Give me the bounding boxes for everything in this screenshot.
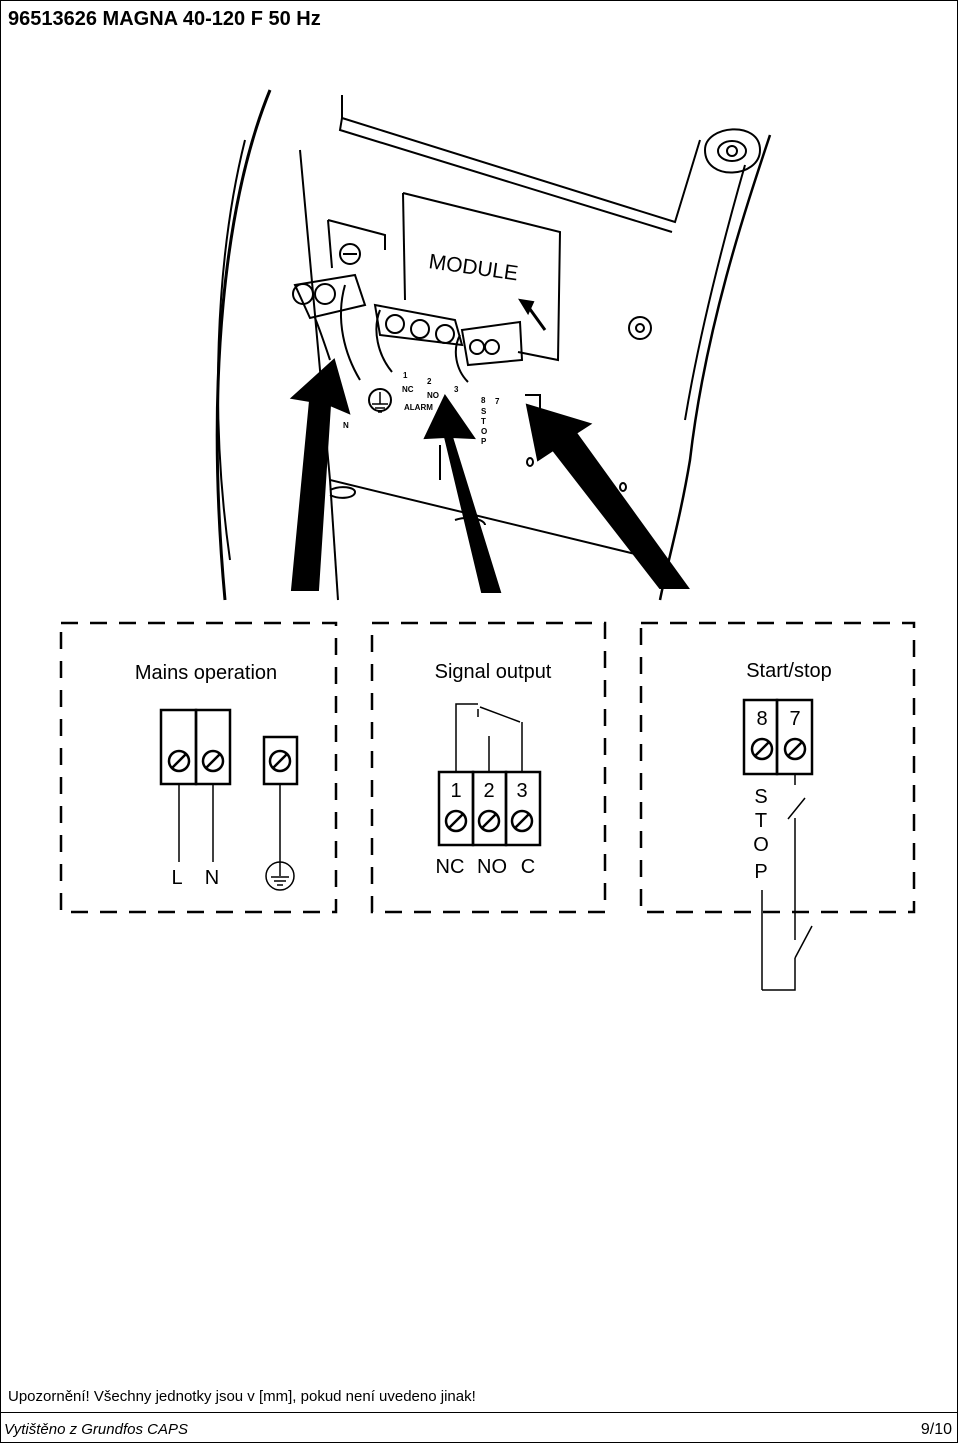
label-no: NO [477, 856, 507, 878]
mark-p: P [481, 437, 487, 446]
panel-mains [59, 621, 338, 914]
startstop-num-8: 8 [756, 708, 767, 730]
label-n: N [205, 867, 219, 889]
stop-letter-o: O [753, 834, 769, 856]
stop-letter-p: P [754, 861, 767, 883]
stop-letter-t: T [755, 810, 767, 832]
mark-n: N [343, 421, 349, 430]
terminal-box-illustration [215, 89, 772, 601]
signal-title: Signal output [435, 661, 552, 683]
mark-1: 1 [403, 371, 408, 380]
pointer-arrows [289, 358, 690, 593]
arrow-mains [289, 358, 351, 591]
units-warning: Upozornění! Všechny jednotky jsou v [mm]… [8, 1388, 476, 1405]
mains-schematic [159, 708, 299, 891]
mark-s: S [481, 407, 487, 416]
module-label: MODULE [427, 250, 519, 285]
label-l: L [171, 867, 182, 889]
mark-2: 2 [427, 377, 432, 386]
mark-o: O [481, 427, 487, 436]
mark-alarm: ALARM [404, 403, 433, 412]
mark-7: 7 [495, 397, 500, 406]
page-number: 9/10 [920, 1421, 952, 1438]
footer-divider [0, 1412, 958, 1413]
printed-from: Vytištěno z Grundfos CAPS [4, 1421, 188, 1438]
page-title: 96513626 MAGNA 40-120 F 50 Hz [8, 8, 321, 30]
panel-startstop [639, 621, 916, 914]
startstop-title: Start/stop [746, 660, 832, 682]
dashed-panels [59, 621, 916, 914]
mark-8: 8 [481, 396, 486, 405]
startstop-num-7: 7 [789, 708, 800, 730]
signal-schematic [437, 703, 542, 847]
startstop-schematic [742, 698, 814, 991]
arrow-signal [423, 394, 502, 593]
mark-3: 3 [454, 385, 459, 394]
panel-signal [370, 621, 607, 914]
signal-num-1: 1 [450, 780, 461, 802]
signal-num-2: 2 [483, 780, 494, 802]
mark-nc: NC [402, 385, 414, 394]
label-c: C [521, 856, 535, 878]
label-nc: NC [436, 856, 465, 878]
mark-t: T [481, 417, 486, 426]
stop-letter-s: S [754, 786, 767, 808]
terminal-marks: 1 2 3 NC NO ALARM N 8 7 S T O P [343, 371, 500, 446]
mains-title: Mains operation [135, 662, 277, 684]
mark-no: NO [427, 391, 439, 400]
arrow-startstop [525, 403, 690, 589]
signal-num-3: 3 [516, 780, 527, 802]
